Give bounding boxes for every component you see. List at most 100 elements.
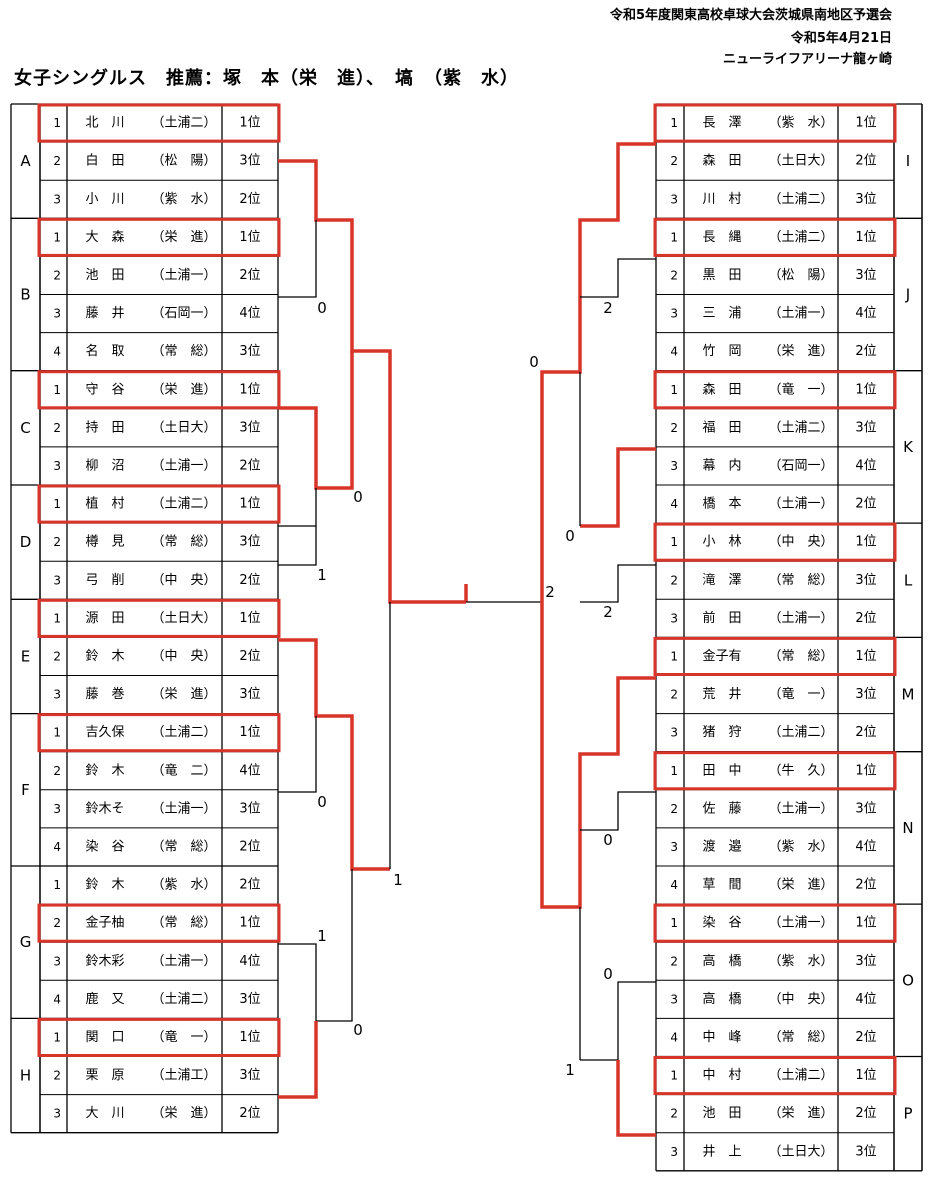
player-rank: 2位 bbox=[855, 154, 876, 169]
player-school: （土日大） bbox=[151, 611, 216, 626]
player-name: 佐 藤 bbox=[702, 801, 741, 816]
player-rank: 3位 bbox=[239, 535, 260, 550]
player-name: 荒 井 bbox=[702, 687, 741, 702]
bracket-win-line bbox=[278, 638, 390, 871]
player-seed: 3 bbox=[53, 192, 61, 206]
match-score: 1 bbox=[317, 566, 327, 584]
player-name: 小 川 bbox=[85, 192, 124, 207]
group-label: E bbox=[21, 647, 30, 665]
player-seed: 1 bbox=[670, 116, 678, 130]
player-school: （土浦二） bbox=[151, 725, 216, 740]
player-school: （竜 一） bbox=[151, 1030, 216, 1045]
group-label: F bbox=[21, 781, 30, 799]
player-name: 渡 邉 bbox=[702, 838, 741, 854]
player-rank: 3位 bbox=[239, 344, 260, 359]
advancer-highlight bbox=[37, 1017, 281, 1058]
advancer-highlight bbox=[653, 370, 897, 410]
group-label: G bbox=[20, 933, 32, 951]
player-seed: 1 bbox=[53, 383, 61, 397]
advancer-highlight bbox=[653, 903, 897, 943]
player-name: 源 田 bbox=[85, 611, 124, 626]
bracket-line bbox=[580, 258, 656, 298]
match-score: 1 bbox=[565, 1061, 575, 1079]
match-score: 0 bbox=[353, 1021, 363, 1039]
player-name: 中 峰 bbox=[702, 1030, 741, 1045]
player-seed: 1 bbox=[670, 383, 678, 397]
player-school: （竜 一） bbox=[768, 687, 833, 702]
player-rank: 1位 bbox=[239, 916, 260, 931]
player-name: 猪 狩 bbox=[702, 725, 741, 740]
advancer-highlight bbox=[37, 598, 281, 638]
group-label: P bbox=[903, 1105, 912, 1123]
player-seed: 4 bbox=[53, 345, 61, 359]
player-school: （土浦二） bbox=[768, 725, 833, 740]
player-school: （常 総） bbox=[768, 573, 833, 588]
player-rank: 1位 bbox=[239, 611, 260, 626]
player-school: （常 総） bbox=[151, 839, 216, 854]
player-rank: 2位 bbox=[239, 649, 260, 664]
player-rank: 1位 bbox=[855, 535, 876, 550]
player-rank: 1位 bbox=[855, 1068, 876, 1083]
advancer-highlight bbox=[653, 751, 897, 791]
player-seed: 2 bbox=[53, 916, 61, 930]
advancer-highlight bbox=[37, 713, 281, 753]
player-rank: 4位 bbox=[855, 992, 876, 1007]
player-seed: 1 bbox=[53, 878, 61, 892]
player-rank: 1位 bbox=[239, 497, 260, 512]
player-rank: 2位 bbox=[855, 1106, 876, 1121]
advancer-highlight bbox=[653, 636, 897, 677]
player-school: （紫 水） bbox=[768, 839, 833, 854]
player-school: （竜 一） bbox=[768, 382, 833, 397]
player-rank: 3位 bbox=[855, 268, 876, 283]
player-school: （紫 水） bbox=[151, 878, 216, 893]
player-school: （紫 水） bbox=[768, 954, 833, 969]
player-seed: 2 bbox=[53, 1069, 61, 1083]
event-subtitle: 女子シングルス 推薦：塚 本（栄 進）、 塙 （紫 水） bbox=[14, 68, 519, 89]
group-label: J bbox=[905, 286, 910, 304]
player-school: （土浦二） bbox=[768, 192, 833, 207]
player-school: （栄 進） bbox=[151, 687, 216, 702]
player-name: 鈴 木 bbox=[85, 763, 124, 778]
player-school: （土日大） bbox=[768, 1144, 833, 1159]
player-school: （常 総） bbox=[151, 916, 216, 931]
advancer-highlight bbox=[653, 103, 897, 143]
player-school: （土浦一） bbox=[151, 954, 216, 969]
player-rank: 4位 bbox=[855, 306, 876, 321]
player-rank: 3位 bbox=[239, 1068, 260, 1083]
group-label: C bbox=[20, 419, 30, 437]
player-school: （栄 進） bbox=[768, 344, 833, 359]
player-school: （竜 二） bbox=[151, 763, 216, 778]
advancer-highlight bbox=[37, 103, 281, 143]
player-name: 高 橋 bbox=[702, 991, 741, 1007]
player-seed: 1 bbox=[53, 726, 61, 740]
player-name: 鈴 木 bbox=[85, 649, 124, 664]
player-name: 樽 見 bbox=[85, 534, 124, 550]
player-school: （土浦二） bbox=[151, 497, 216, 512]
player-seed: 3 bbox=[670, 1145, 678, 1159]
player-name: 森 田 bbox=[702, 382, 741, 397]
player-name: 井 上 bbox=[702, 1144, 741, 1159]
player-name: 前 田 bbox=[702, 610, 741, 626]
player-name: 三 浦 bbox=[702, 306, 741, 321]
match-score: 0 bbox=[317, 299, 327, 317]
group-label: K bbox=[903, 438, 914, 456]
player-rank: 4位 bbox=[239, 306, 260, 321]
player-seed: 3 bbox=[670, 992, 678, 1006]
player-seed: 2 bbox=[670, 954, 678, 968]
bracket-win-line bbox=[580, 447, 656, 528]
match-score: 2 bbox=[603, 603, 613, 621]
player-school: （紫 水） bbox=[151, 192, 216, 207]
player-school: （中 央） bbox=[151, 649, 216, 664]
bracket-win-line bbox=[540, 602, 656, 909]
player-name: 金子柚 bbox=[85, 915, 124, 931]
player-rank: 3位 bbox=[855, 192, 876, 207]
player-rank: 2位 bbox=[239, 839, 260, 854]
player-rank: 3位 bbox=[239, 687, 260, 702]
player-name: 大 森 bbox=[85, 230, 124, 245]
player-name: 金子有 bbox=[702, 648, 741, 664]
player-school: （土浦一） bbox=[151, 801, 216, 816]
bracket-line bbox=[278, 716, 317, 793]
player-school: （松 陽） bbox=[768, 268, 833, 283]
match-score: 1 bbox=[317, 927, 327, 945]
group-label: D bbox=[20, 533, 32, 551]
